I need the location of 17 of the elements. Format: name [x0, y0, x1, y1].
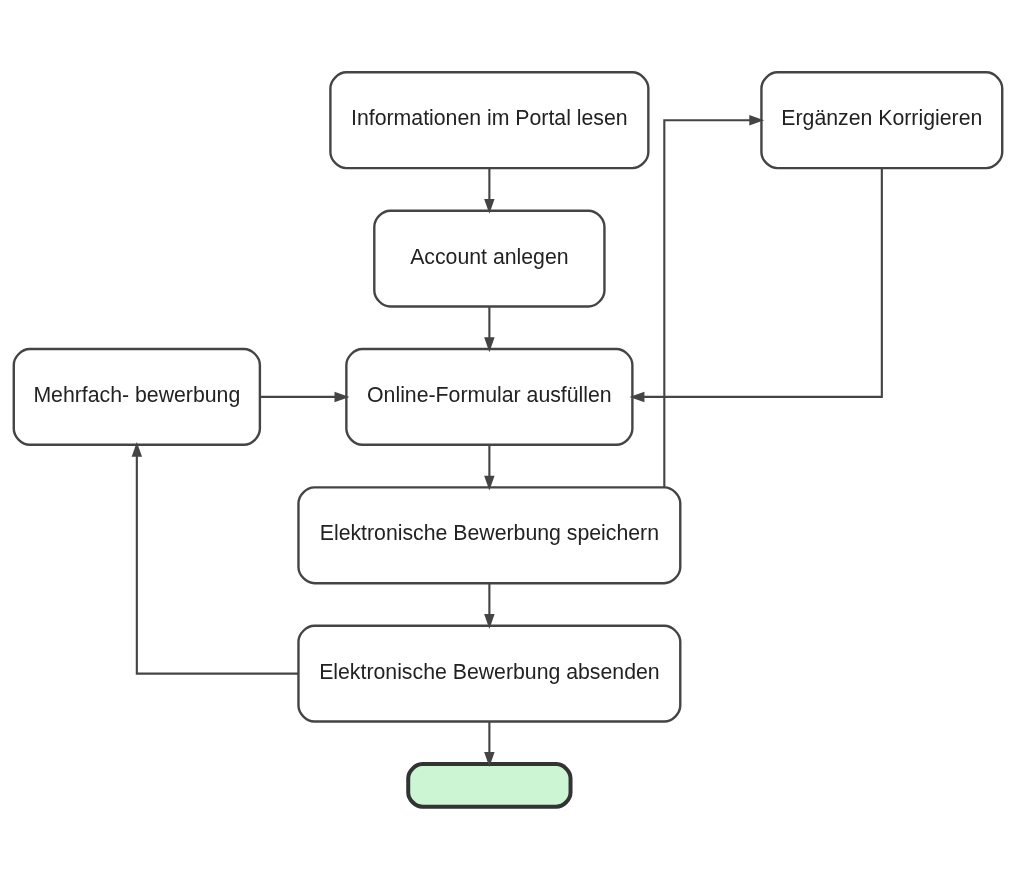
node-box: Ergänzen Korrigieren [760, 71, 1004, 170]
arrow [629, 168, 883, 403]
node-box: Online-Formular ausfüllen [345, 347, 634, 446]
arrow [663, 115, 765, 488]
node-box: Informationen im Portal lesen [329, 71, 650, 170]
node-box: Elektronische Bewerbung absenden [297, 624, 682, 723]
node-box: Mehrfach- bewerbung [12, 347, 262, 446]
arrow [484, 583, 495, 629]
node-box: Elektronische Bewerbung speichern [297, 486, 682, 585]
arrow [484, 721, 495, 767]
node-box: Account anlegen [373, 209, 606, 308]
arrow [131, 441, 299, 675]
arrow [260, 391, 350, 403]
arrow [484, 444, 495, 491]
node-pill [406, 762, 573, 809]
arrow [484, 306, 495, 353]
arrow [484, 168, 495, 214]
